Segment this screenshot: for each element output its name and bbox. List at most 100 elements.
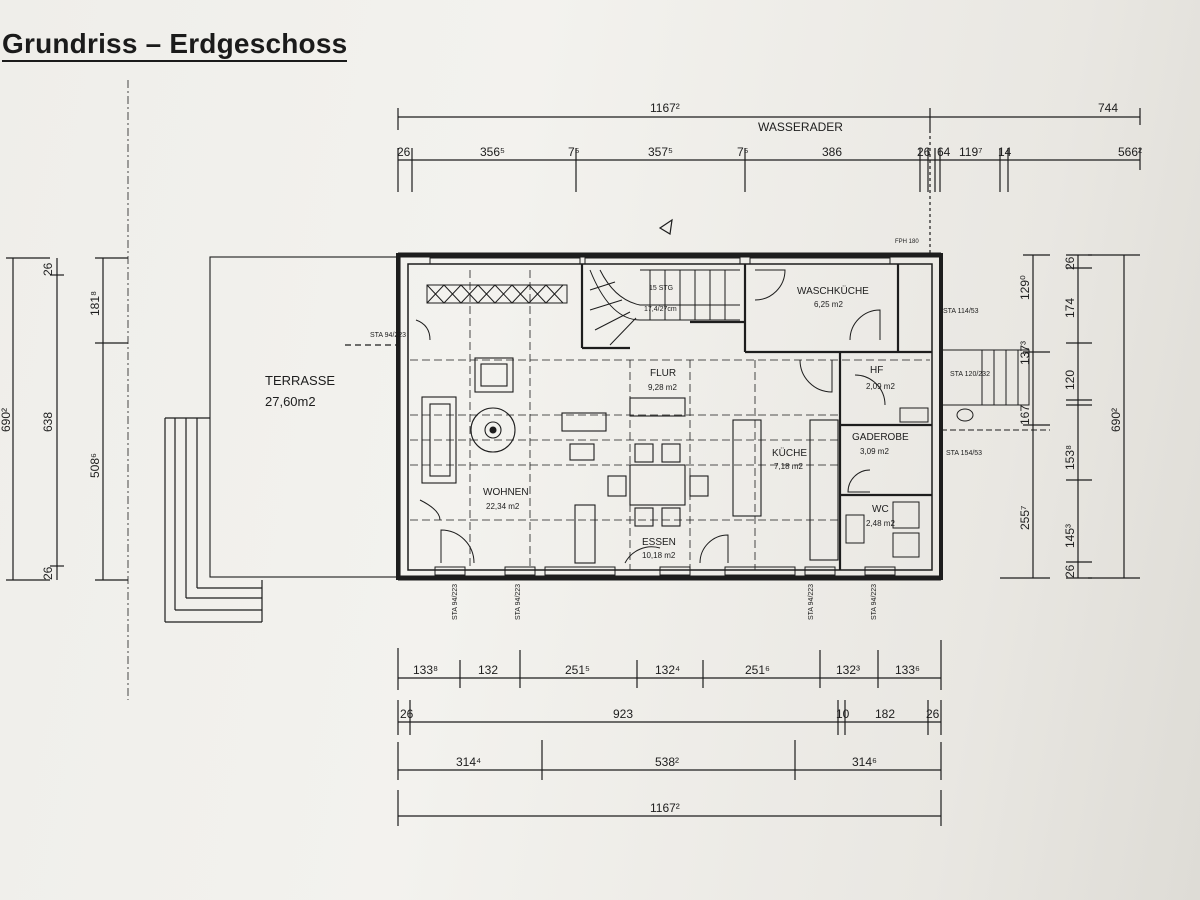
right-dim-6: 120 bbox=[1063, 370, 1077, 390]
staircase bbox=[589, 218, 740, 346]
waschkueche-name: WASCHKÜCHE bbox=[797, 285, 869, 297]
bottom-row2-0: 26 bbox=[400, 707, 414, 721]
windows bbox=[429, 257, 896, 576]
bottom-dimension-lines bbox=[397, 640, 942, 826]
fph-tag: FPH 180 bbox=[895, 239, 919, 245]
right-dim-5: 174 bbox=[1063, 298, 1077, 318]
right-dim-9: 26 bbox=[1063, 564, 1077, 578]
bottom-row2-4: 26 bbox=[926, 707, 940, 721]
right-dim-0: 129⁰ bbox=[1018, 275, 1032, 300]
terrace-area: 27,60m2 bbox=[265, 394, 316, 409]
living-furniture bbox=[421, 357, 686, 564]
left-dim-0: 690² bbox=[0, 408, 13, 432]
flur-name: FLUR bbox=[650, 368, 676, 379]
bottom-row2-2: 10 bbox=[836, 707, 850, 721]
right-dim-3: 255⁷ bbox=[1018, 506, 1032, 530]
bottom-row1-0: 133⁸ bbox=[413, 663, 438, 677]
window-tag-terrace-door: STA 94/223 bbox=[370, 332, 406, 339]
top-right-overall-label: 744 bbox=[1098, 101, 1118, 115]
bottom-row1-1: 132 bbox=[478, 663, 498, 677]
top-dimension-lines bbox=[397, 108, 1141, 255]
top-dim-5: 386 bbox=[822, 145, 842, 159]
window-tag-waschkueche: STA 114/53 bbox=[943, 308, 979, 315]
bottom-row1-5: 132³ bbox=[836, 663, 860, 677]
left-dim-4: 26 bbox=[41, 262, 55, 276]
bottom-row1-3: 132⁴ bbox=[655, 663, 680, 677]
left-dimension-lines bbox=[6, 80, 129, 700]
page-title: Grundriss – Erdgeschoss bbox=[2, 28, 348, 62]
garderobe-area: 3,09 m2 bbox=[860, 447, 889, 456]
wc-fixtures bbox=[845, 407, 974, 558]
top-dim-6: 26 bbox=[917, 145, 931, 159]
interior-walls bbox=[580, 264, 932, 570]
left-dim-1: 638 bbox=[41, 412, 55, 432]
top-dimension-labels: 1167² WASSERADER 744 26 356⁵ 7⁵ 357⁵ 7⁵ … bbox=[397, 101, 1142, 159]
right-dim-4: 26 bbox=[1063, 256, 1077, 270]
window-tag-bottom-2: STA 94/223 bbox=[515, 584, 522, 620]
stair-ratio: 17,4/27cm bbox=[644, 306, 677, 313]
right-dim-2: 167 bbox=[1018, 405, 1032, 425]
bottom-row2-3: 182 bbox=[875, 707, 895, 721]
right-dim-8: 145³ bbox=[1063, 524, 1077, 548]
bottom-dimension-labels: 133⁸ 132 251⁵ 132⁴ 251⁶ 132³ 133⁶ 26 923… bbox=[400, 663, 940, 815]
left-dim-3: 181⁸ bbox=[88, 291, 102, 316]
top-dim-4: 7⁵ bbox=[737, 145, 749, 159]
bottom-row1-4: 251⁶ bbox=[745, 663, 770, 677]
entry-steps bbox=[940, 349, 1050, 431]
armchair bbox=[474, 357, 514, 393]
top-dim-7: 64 bbox=[937, 145, 951, 159]
window-tags: STA 94/223 STA 114/53 STA 120/232 STA 15… bbox=[370, 308, 990, 620]
wohnen-area: 22,34 m2 bbox=[486, 502, 520, 511]
top-dim-3: 357⁵ bbox=[648, 145, 673, 159]
kitchen-counters bbox=[732, 419, 839, 561]
bottom-row3-0: 314⁴ bbox=[456, 755, 481, 769]
essen-area: 10,18 m2 bbox=[642, 551, 676, 560]
window-tag-bottom-1: STA 94/223 bbox=[452, 584, 459, 620]
bottom-row3-2: 314⁶ bbox=[852, 755, 877, 769]
kueche-name: KÜCHE bbox=[772, 447, 807, 459]
bottom-row1-2: 251⁵ bbox=[565, 663, 590, 677]
window-tag-entry: STA 120/232 bbox=[950, 371, 990, 378]
round-table bbox=[470, 407, 516, 453]
top-dim-9: 14 bbox=[998, 145, 1012, 159]
furniture-grid-lines bbox=[410, 270, 930, 570]
top-dim-0: 26 bbox=[397, 145, 411, 159]
terrace bbox=[164, 256, 401, 623]
right-dim-7: 153⁸ bbox=[1063, 445, 1077, 470]
top-dim-1: 356⁵ bbox=[480, 145, 505, 159]
kueche-area: 7,18 m2 bbox=[774, 462, 803, 471]
top-dim-8: 119⁷ bbox=[959, 145, 982, 159]
stair-steps: 15 STG bbox=[649, 285, 673, 292]
window-tag-garderobe: STA 154/53 bbox=[946, 450, 982, 457]
bottom-row3-1: 538² bbox=[655, 755, 679, 769]
wohnen-name: WOHNEN bbox=[483, 487, 529, 498]
top-dim-2: 7⁵ bbox=[568, 145, 580, 159]
bottom-row4: 1167² bbox=[650, 801, 680, 815]
window-tag-bottom-4: STA 94/223 bbox=[871, 584, 878, 620]
left-dim-2: 508⁶ bbox=[88, 453, 102, 478]
hwr-area: 2,09 m2 bbox=[866, 382, 895, 391]
right-dim-1: 137³ bbox=[1018, 341, 1032, 365]
terrace-name: TERRASSE bbox=[265, 373, 335, 388]
right-dimension-labels: 129⁰ 137³ 167 255⁷ 26 174 120 153⁸ 145³ … bbox=[1018, 256, 1123, 578]
room-labels: TERRASSE 27,60m2 FLUR 9,28 m2 WOHNEN 22,… bbox=[265, 239, 919, 560]
bottom-row1-6: 133⁶ bbox=[895, 663, 920, 677]
top-overall-label: 1167² bbox=[650, 101, 680, 115]
wc-area: 2,48 m2 bbox=[866, 519, 895, 528]
window-tag-bottom-3: STA 94/223 bbox=[808, 584, 815, 620]
doors bbox=[415, 269, 886, 564]
waschkueche-area: 6,25 m2 bbox=[814, 300, 843, 309]
sideboard bbox=[561, 412, 607, 432]
top-dim-10: 566² bbox=[1118, 145, 1142, 159]
left-dimension-labels: 690² 638 508⁶ 181⁸ 26 26 bbox=[0, 262, 102, 580]
right-dim-10: 690² bbox=[1109, 408, 1123, 432]
hwr-name: HF bbox=[870, 365, 883, 376]
wasserader-label: WASSERADER bbox=[758, 120, 843, 134]
essen-name: ESSEN bbox=[642, 537, 676, 548]
bottom-row2-1: 923 bbox=[613, 707, 633, 721]
wall-cabinet bbox=[426, 284, 568, 304]
left-dim-5: 26 bbox=[41, 566, 55, 580]
dining-table bbox=[607, 443, 709, 527]
right-dimension-lines bbox=[1000, 254, 1140, 579]
